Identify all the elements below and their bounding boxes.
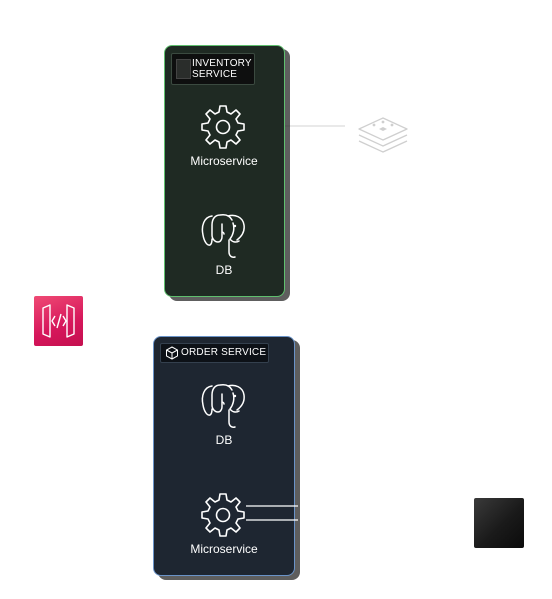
order-service-container[interactable] (153, 336, 295, 576)
api-gateway-icon[interactable] (34, 296, 83, 346)
postgresql-elephant-icon[interactable] (198, 380, 250, 432)
inventory-service-container[interactable] (164, 45, 285, 297)
order-service-tag: ORDER SERVICE (160, 343, 269, 363)
gear-icon[interactable] (199, 491, 247, 539)
order-db-label: DB (215, 433, 233, 447)
order-outbound-lines (246, 505, 298, 521)
dark-service-icon[interactable] (474, 498, 524, 548)
package-icon (166, 346, 178, 360)
gear-icon[interactable] (199, 103, 247, 151)
inventory-title-line2: SERVICE (192, 69, 238, 80)
api-gateway-glyph (42, 304, 75, 338)
postgresql-elephant-icon[interactable] (198, 210, 250, 262)
order-service-title: ORDER SERVICE (181, 347, 267, 358)
inventory-microservice-label: Microservice (190, 154, 258, 168)
inventory-service-tag: INVENTORY SERVICE (171, 53, 255, 85)
inventory-title-line1: INVENTORY (192, 58, 252, 69)
layers-icon[interactable] (356, 114, 410, 156)
service-box-icon (176, 59, 191, 79)
inventory-db-label: DB (215, 263, 233, 277)
order-microservice-label: Microservice (190, 542, 258, 556)
